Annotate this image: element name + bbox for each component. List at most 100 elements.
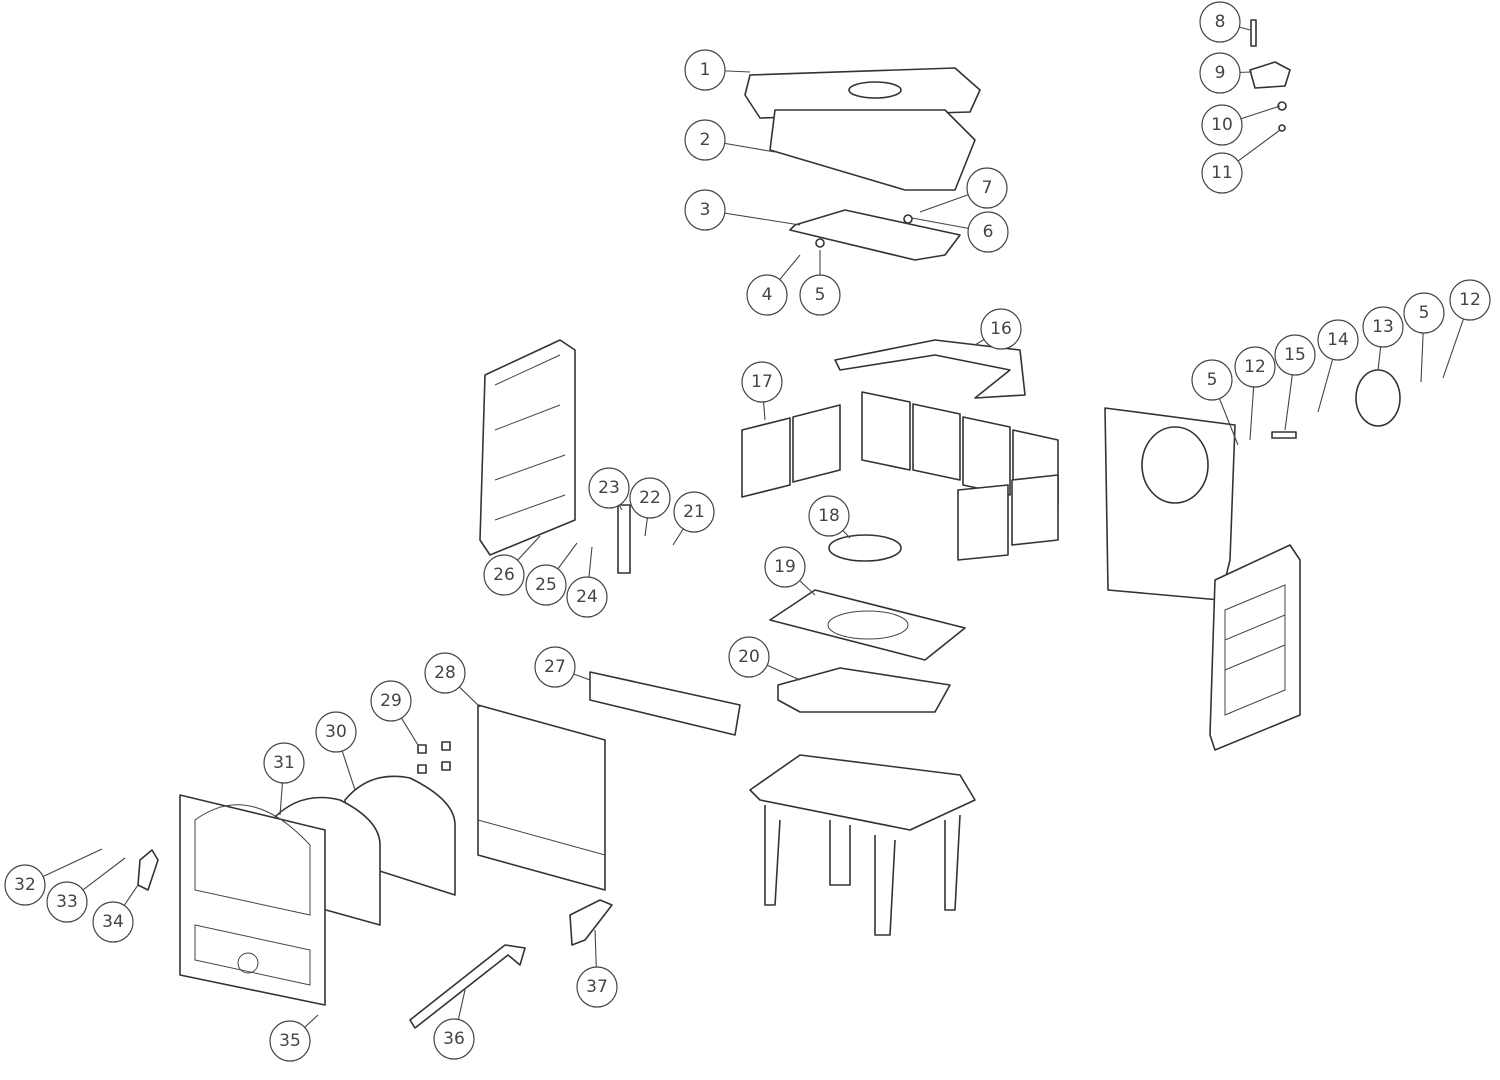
callout-30: 30 xyxy=(315,711,357,791)
callout-circle xyxy=(967,211,1009,253)
callout-circle xyxy=(483,554,525,596)
callout-circle xyxy=(1191,359,1233,401)
part-door xyxy=(179,794,326,1006)
leader-line xyxy=(557,542,578,570)
leader-line xyxy=(42,848,103,878)
callout-circle xyxy=(1317,319,1359,361)
callout-number: 21 xyxy=(683,502,705,522)
part-hinge-bracket xyxy=(617,504,631,574)
callout-number: 15 xyxy=(1284,345,1306,365)
part-bolt xyxy=(1250,19,1257,47)
callout-circle xyxy=(1199,52,1241,94)
leader-line xyxy=(1239,26,1251,31)
callout-number: 7 xyxy=(982,178,993,198)
callout-6: 6 xyxy=(911,211,1009,253)
callout-number: 10 xyxy=(1211,115,1233,135)
callout-37: 37 xyxy=(576,929,618,1008)
callout-number: 31 xyxy=(273,753,295,773)
callout-circle xyxy=(92,901,134,943)
part-brick-retainer xyxy=(834,339,1026,399)
leader-line xyxy=(1442,318,1464,379)
leader-line xyxy=(517,535,541,561)
part-handle xyxy=(1249,61,1291,89)
callout-number: 29 xyxy=(380,691,402,711)
callout-34: 34 xyxy=(92,884,139,943)
part-ash-pan xyxy=(777,667,951,713)
leader-line xyxy=(1249,386,1255,441)
callout-5: 5 xyxy=(1191,359,1239,446)
part-door-handle xyxy=(569,899,613,946)
callout-number: 27 xyxy=(544,657,566,677)
callout-circle xyxy=(424,652,466,694)
callout-circle xyxy=(684,189,726,231)
callout-number: 20 xyxy=(738,647,760,667)
callout-circle xyxy=(534,646,576,688)
callout-28: 28 xyxy=(424,652,481,708)
callout-20: 20 xyxy=(728,636,801,681)
part-base xyxy=(749,754,976,831)
callout-9: 9 xyxy=(1199,52,1253,94)
parts xyxy=(137,19,1401,1029)
leader-line xyxy=(82,857,126,891)
callout-16: 16 xyxy=(974,308,1022,350)
leader-line xyxy=(919,194,969,213)
part-nut xyxy=(903,214,913,224)
part-riddling-grate xyxy=(828,534,902,562)
callout-circle xyxy=(764,546,806,588)
callout-circle xyxy=(576,966,618,1008)
leader-line xyxy=(644,517,648,537)
callout-circle xyxy=(684,49,726,91)
callout-number: 30 xyxy=(325,722,347,742)
leader-line xyxy=(341,750,356,791)
callout-number: 24 xyxy=(576,587,598,607)
part-tool xyxy=(409,944,526,1029)
callout-number: 12 xyxy=(1459,290,1481,310)
leader-line xyxy=(724,212,801,226)
leader-line xyxy=(1377,346,1382,371)
callout-8: 8 xyxy=(1199,1,1251,43)
callout-number: 16 xyxy=(990,319,1012,339)
part-grate-frame xyxy=(769,589,966,661)
callout-35: 35 xyxy=(269,1014,319,1062)
leader-line xyxy=(279,782,284,816)
leader-line xyxy=(842,530,851,539)
callout-circle xyxy=(1201,104,1243,146)
leader-line xyxy=(724,70,751,73)
leader-line xyxy=(799,580,816,596)
callout-3: 3 xyxy=(684,189,801,231)
callout-24: 24 xyxy=(566,546,608,618)
callout-33: 33 xyxy=(46,857,126,923)
callout-27: 27 xyxy=(534,646,591,688)
callout-circle xyxy=(588,467,630,509)
part-right-side-panel xyxy=(1209,544,1301,751)
callout-11: 11 xyxy=(1201,129,1281,194)
callout-number: 26 xyxy=(493,565,515,585)
callout-circle xyxy=(808,495,850,537)
callout-22: 22 xyxy=(629,477,671,537)
callout-number: 23 xyxy=(598,478,620,498)
callout-number: 5 xyxy=(1207,370,1218,390)
callout-number: 5 xyxy=(1419,303,1430,323)
leader-line xyxy=(1237,129,1281,162)
part-washer xyxy=(815,238,825,248)
callout-number: 35 xyxy=(279,1031,301,1051)
callout-circle xyxy=(728,636,770,678)
callout-29: 29 xyxy=(370,680,419,746)
leader-line xyxy=(618,504,623,511)
callout-number: 22 xyxy=(639,488,661,508)
part-washer-small xyxy=(1277,101,1287,111)
leader-line xyxy=(779,254,801,280)
callout-12: 12 xyxy=(1234,346,1276,441)
callout-number: 37 xyxy=(586,977,608,997)
callout-number: 32 xyxy=(14,875,36,895)
callout-circle xyxy=(269,1020,311,1062)
leader-line xyxy=(1284,374,1293,431)
leader-line xyxy=(573,673,591,681)
part-nut-small xyxy=(1278,124,1286,132)
callout-number: 9 xyxy=(1215,63,1226,83)
part-baffle xyxy=(789,209,961,261)
callout-number: 8 xyxy=(1215,12,1226,32)
callout-2: 2 xyxy=(684,119,776,161)
